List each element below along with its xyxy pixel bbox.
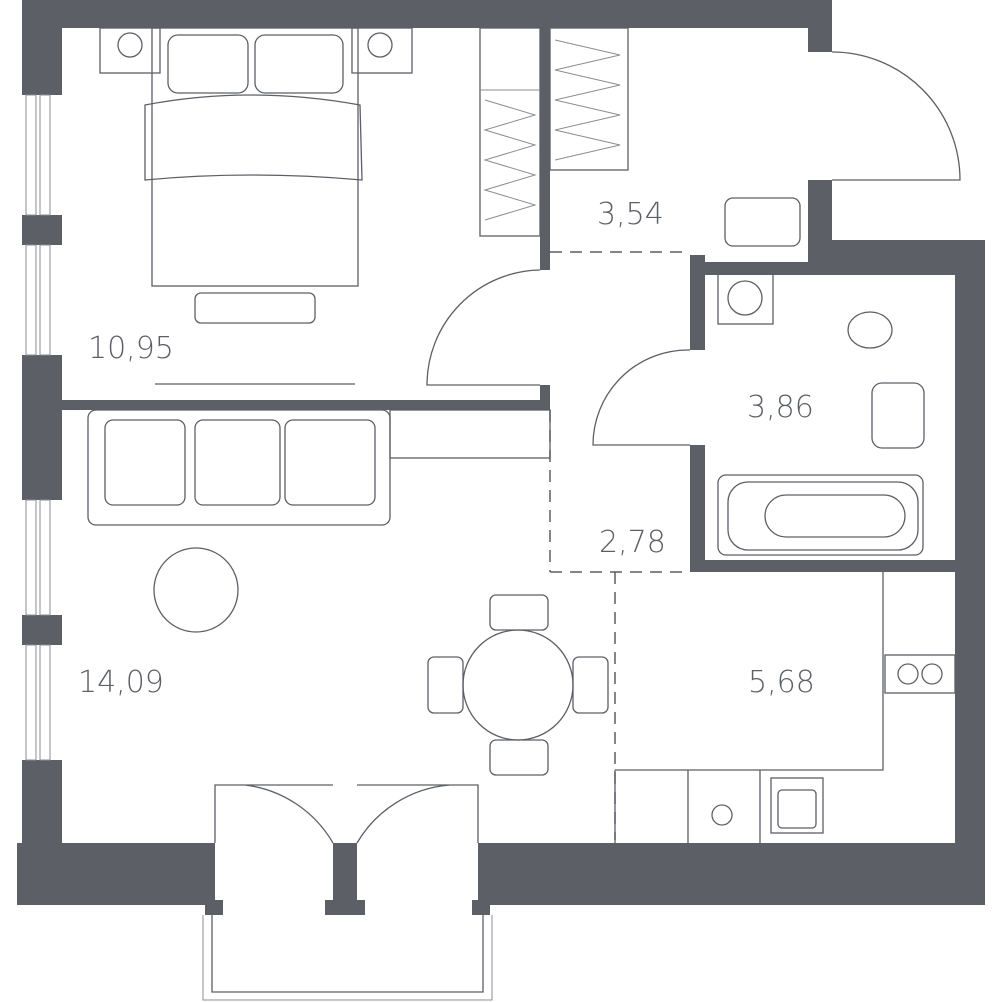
room-area-corridor: 2,78 xyxy=(599,525,666,560)
room-area-bathroom: 3,86 xyxy=(747,390,814,425)
room-area-living-room: 14,09 xyxy=(78,665,164,700)
sofa xyxy=(87,409,551,526)
wardrobes xyxy=(479,27,801,247)
dining-table xyxy=(427,594,609,776)
bathroom-fixtures xyxy=(717,271,925,556)
kitchen-counters xyxy=(614,572,956,843)
doors xyxy=(426,51,961,446)
room-area-bedroom: 10,95 xyxy=(88,331,174,366)
balcony xyxy=(202,784,493,1001)
coffee-table xyxy=(153,547,239,633)
windows xyxy=(25,94,51,761)
room-area-hallway: 3,54 xyxy=(597,197,664,232)
walls xyxy=(17,0,985,915)
room-area-kitchen: 5,68 xyxy=(748,665,815,700)
bed xyxy=(99,27,413,385)
